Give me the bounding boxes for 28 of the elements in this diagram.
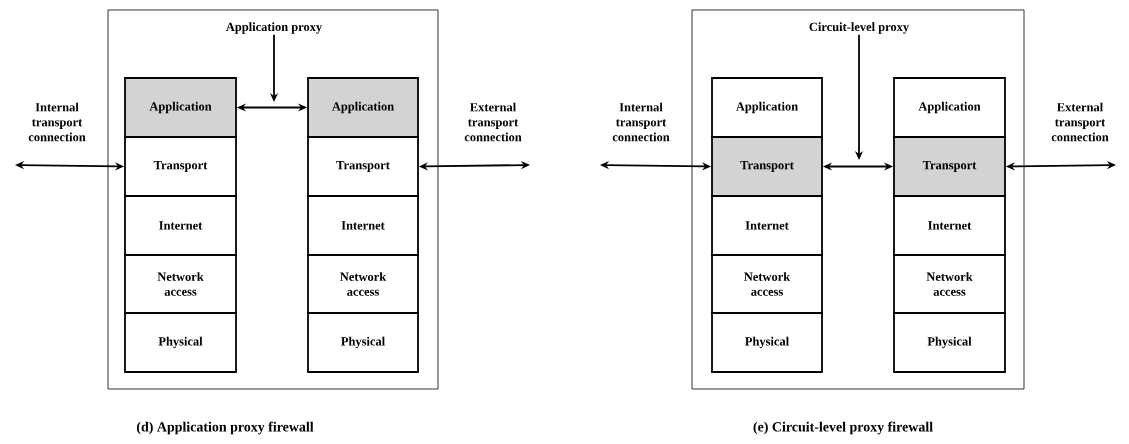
layer-box: Transport xyxy=(893,136,1006,197)
proxy-label: Circuit-level proxy xyxy=(809,22,909,34)
firewall-frame xyxy=(691,9,1025,390)
layer-box: Network access xyxy=(893,254,1006,314)
firewall-frame xyxy=(107,9,439,390)
edge-label: External transport connection xyxy=(464,102,522,142)
layer-box: Internet xyxy=(893,195,1006,256)
edge-label: Internal transport connection xyxy=(612,102,670,142)
panel-label: (e) Circuit-level proxy firewall xyxy=(753,421,933,435)
layer-box: Internet xyxy=(711,195,823,256)
panel-label: (d) Application proxy firewall xyxy=(136,421,314,435)
edge-label: External transport connection xyxy=(1051,102,1109,142)
layer-box: Application xyxy=(124,77,237,138)
edge-label: Internal transport connection xyxy=(28,102,86,142)
proxy-label: Application proxy xyxy=(226,22,323,34)
layer-box: Physical xyxy=(893,312,1006,373)
layer-box: Network access xyxy=(307,254,419,314)
layer-box: Physical xyxy=(307,312,419,373)
layer-box: Network access xyxy=(711,254,823,314)
layer-box: Network access xyxy=(124,254,237,314)
layer-box: Internet xyxy=(307,195,419,256)
layer-box: Transport xyxy=(307,136,419,197)
layer-box: Internet xyxy=(124,195,237,256)
layer-box: Physical xyxy=(124,312,237,373)
layer-box: Transport xyxy=(711,136,823,197)
layer-box: Physical xyxy=(711,312,823,373)
layer-box: Application xyxy=(307,77,419,138)
layer-box: Transport xyxy=(124,136,237,197)
